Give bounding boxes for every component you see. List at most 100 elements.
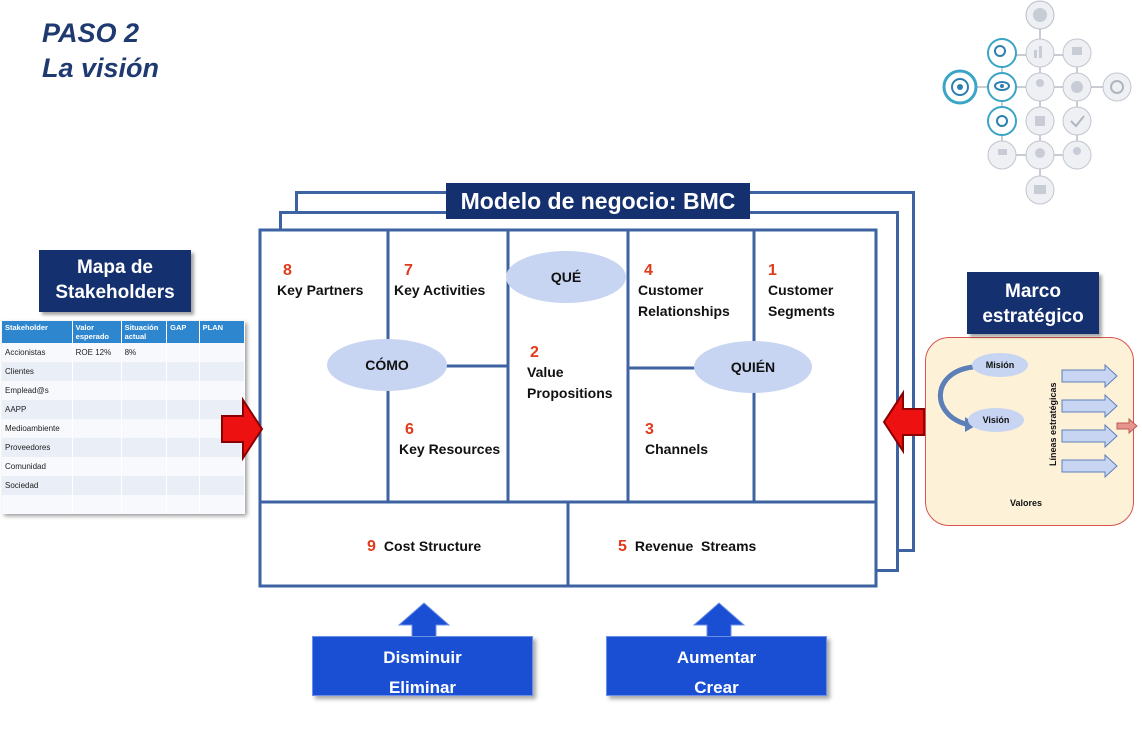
stakeholder-cell	[72, 476, 122, 495]
value-propositions-number: 2	[530, 344, 539, 361]
stakeholder-cell	[199, 362, 246, 381]
stakeholder-row: Clientes	[2, 362, 246, 381]
heading-line-1: PASO 2	[42, 18, 140, 48]
power-icon[interactable]	[1102, 72, 1132, 102]
up-arrow-left-icon	[397, 602, 451, 641]
key-partners-block: 8 Key Partners	[277, 262, 363, 301]
channels-label: Channels	[645, 441, 709, 457]
stakeholder-cell	[121, 362, 168, 381]
revenue-streams-label: Revenue Streams	[634, 538, 757, 554]
customer-relationships-label-1: Customer	[638, 282, 704, 298]
navigation-icon-cluster	[942, 0, 1132, 205]
stakeholder-cell	[121, 495, 168, 514]
target-icon[interactable]	[942, 69, 978, 105]
stakeholder-cell: Clientes	[2, 362, 73, 381]
stakeholders-label-line-1: Mapa de	[76, 257, 154, 278]
disminuir-eliminar-box: Disminuir Eliminar	[312, 636, 533, 697]
valores-label: Valores	[1010, 498, 1043, 508]
customer-segments-label-1: Customer	[768, 282, 834, 298]
cost-structure-label: Cost Structure	[383, 538, 482, 554]
stakeholder-cell	[72, 381, 122, 400]
stakeholder-cell: Sociedad	[2, 476, 73, 495]
stakeholder-cell	[166, 419, 200, 438]
flag-icon[interactable]	[987, 140, 1017, 170]
strategy-icon[interactable]	[987, 106, 1017, 136]
key-resources-number: 6	[405, 421, 414, 438]
globe-icon[interactable]	[1025, 140, 1055, 170]
stakeholder-column-header: Valor esperado	[72, 321, 122, 343]
stakeholder-column-header: Stakeholder	[2, 321, 73, 343]
aumentar-label: Aumentar	[676, 648, 757, 667]
stakeholder-cell	[199, 343, 246, 362]
book-icon[interactable]	[1025, 175, 1055, 205]
bmc-title: Modelo de negocio: BMC	[446, 183, 750, 219]
stakeholder-cell	[121, 457, 168, 476]
stakeholder-cell	[199, 495, 246, 514]
stakeholder-cell	[72, 457, 122, 476]
key-resources-label: Key Resources	[399, 441, 501, 457]
stakeholder-cell	[199, 476, 246, 495]
stakeholder-cell: 8%	[121, 343, 168, 362]
stakeholder-cell	[72, 400, 122, 419]
marco-label-line-1: Marco	[1005, 281, 1061, 302]
key-activities-block: 7 Key Activities	[394, 262, 485, 301]
stakeholder-cell: Comunidad	[2, 457, 73, 476]
left-arrow-icon	[882, 389, 925, 455]
stakeholder-cell	[121, 400, 168, 419]
building-icon[interactable]	[1025, 106, 1055, 136]
stakeholder-cell: Emplead@s	[2, 381, 73, 400]
stakeholder-cell	[121, 419, 168, 438]
stakeholder-cell	[166, 495, 200, 514]
quien-ellipse: QUIÉN	[694, 341, 812, 393]
stakeholder-cell: Accionistas	[2, 343, 73, 362]
stakeholder-cell	[199, 457, 246, 476]
cost-structure-number: 9	[367, 538, 376, 555]
eye-icon[interactable]	[987, 72, 1017, 102]
marco-diagram	[937, 363, 1138, 479]
users-icon[interactable]	[1062, 140, 1092, 170]
magnifier-icon[interactable]	[987, 38, 1017, 68]
sitemap-icon[interactable]	[1062, 38, 1092, 68]
customer-relationships-number: 4	[644, 262, 653, 279]
que-ellipse: QUÉ	[506, 251, 626, 303]
customer-segments-label-2: Segments	[768, 303, 835, 319]
stakeholder-row: AAPP	[2, 400, 246, 419]
stakeholder-cell	[121, 476, 168, 495]
check-icon[interactable]	[1062, 106, 1092, 136]
stakeholders-label: Mapa de Stakeholders	[39, 250, 191, 312]
stakeholder-column-header: PLAN	[199, 321, 246, 343]
stakeholder-row: Sociedad	[2, 476, 246, 495]
stakeholder-row: Emplead@s	[2, 381, 246, 400]
aumentar-crear-box: Aumentar Crear	[606, 636, 827, 697]
heading-line-2: La visión	[42, 53, 160, 83]
key-partners-number: 8	[283, 262, 292, 279]
revenue-streams-number: 5	[618, 538, 627, 555]
stakeholder-cell	[166, 476, 200, 495]
stakeholder-cell: Proveedores	[2, 438, 73, 457]
customer-segments-number: 1	[768, 262, 777, 279]
customer-relationships-label-2: Relationships	[638, 303, 730, 319]
chart-icon[interactable]	[1025, 38, 1055, 68]
key-partners-label: Key Partners	[277, 282, 364, 298]
stakeholder-column-header: GAP	[166, 321, 200, 343]
stakeholder-row: Proveedores	[2, 438, 246, 457]
right-arrow-icon	[221, 396, 264, 462]
compass-icon[interactable]	[1025, 0, 1055, 30]
stakeholder-cell: AAPP	[2, 400, 73, 419]
channels-number: 3	[645, 421, 654, 438]
stakeholder-cell	[166, 400, 200, 419]
stakeholder-cell	[121, 438, 168, 457]
value-propositions-label-1: Value	[527, 364, 564, 380]
stakeholder-cell: Medioambiente	[2, 419, 73, 438]
pie-icon[interactable]	[1062, 72, 1092, 102]
key-resources-block: 6 Key Resources	[399, 421, 500, 460]
key-activities-number: 7	[404, 262, 413, 279]
people-icon[interactable]	[1025, 72, 1055, 102]
mision-ellipse: Misión	[972, 353, 1028, 377]
cost-structure-block: 9 Cost Structure	[367, 536, 481, 557]
stakeholder-cell	[166, 457, 200, 476]
